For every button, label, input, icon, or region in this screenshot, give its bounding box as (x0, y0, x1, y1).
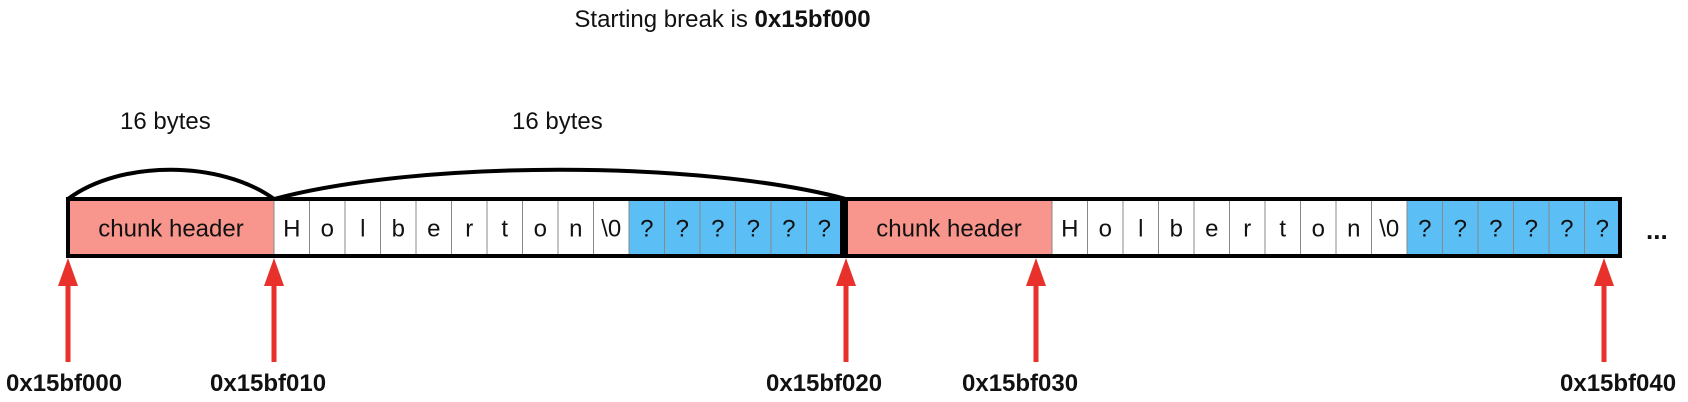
byte-cell-unknown (770, 198, 807, 257)
byte-cell-char: ? (640, 216, 653, 243)
span-curve-header (66, 167, 276, 201)
byte-cell-char: n (1347, 216, 1360, 243)
byte-cell-char: ? (711, 216, 724, 243)
chunk-header-label: chunk header (98, 216, 243, 243)
span-label-header: 16 bytes (120, 108, 211, 135)
byte-cell-char: \0 (601, 216, 621, 243)
byte-cell (1193, 198, 1230, 257)
address-arrow (264, 258, 284, 362)
address-arrow (1026, 258, 1046, 362)
byte-cell-unknown (1513, 198, 1550, 257)
chunk-outline (844, 197, 1622, 258)
address-label-4: 0x15bf040 (1560, 370, 1677, 397)
byte-cell-char: \0 (1379, 216, 1399, 243)
byte-cell-char: o (534, 216, 547, 243)
byte-cell-char: b (392, 216, 405, 243)
address-label-2: 0x15bf020 (766, 370, 883, 397)
chunk-header-label: chunk header (876, 216, 1021, 243)
byte-cell (1300, 198, 1337, 257)
chunk-header-cell (845, 198, 1053, 257)
byte-cell-char: l (1138, 216, 1143, 243)
byte-cell (1087, 198, 1124, 257)
byte-cell (451, 198, 488, 257)
byte-cell-char: r (465, 216, 473, 243)
byte-cell-char: ? (1454, 216, 1467, 243)
byte-cell-char: o (321, 216, 334, 243)
title-prefix: Starting break is (574, 6, 748, 33)
address-arrow (58, 258, 78, 362)
byte-cell-unknown (1548, 198, 1585, 257)
byte-cell-char: ? (676, 216, 689, 243)
byte-cell (1122, 198, 1159, 257)
byte-cell (557, 198, 594, 257)
chunk-header-cell (67, 198, 275, 257)
byte-cell (1335, 198, 1372, 257)
byte-cell-char: t (1279, 216, 1286, 243)
byte-cell-char: ? (1596, 216, 1609, 243)
byte-cell (593, 198, 630, 257)
address-label-3: 0x15bf030 (962, 370, 1079, 397)
byte-cell-char: ? (747, 216, 760, 243)
byte-cell-char: e (427, 216, 440, 243)
address-label-0: 0x15bf000 (6, 370, 123, 397)
continuation-ellipsis: ... (1646, 215, 1668, 245)
byte-cell-unknown (806, 198, 843, 257)
title-value: 0x15bf000 (754, 6, 871, 33)
address-label-1: 0x15bf010 (210, 370, 327, 397)
chunk-outline (66, 197, 844, 258)
byte-cell-char: e (1205, 216, 1218, 243)
byte-cell-char: ? (782, 216, 795, 243)
byte-cell-char: n (569, 216, 582, 243)
address-arrow (836, 258, 856, 362)
span-label-data: 16 bytes (512, 108, 603, 135)
span-curve-data (273, 167, 847, 201)
byte-cell-char: ? (1560, 216, 1573, 243)
byte-cell-char: l (360, 216, 365, 243)
byte-cell-char: H (283, 216, 300, 243)
byte-cell (1229, 198, 1266, 257)
byte-cell-char: ? (1418, 216, 1431, 243)
address-arrow (1594, 258, 1614, 362)
byte-cell-char: b (1170, 216, 1183, 243)
byte-cell (1264, 198, 1301, 257)
byte-cell-char: ? (1489, 216, 1502, 243)
byte-cell-char: o (1099, 216, 1112, 243)
byte-cell-char: ? (1525, 216, 1538, 243)
byte-cell-char: r (1243, 216, 1251, 243)
byte-cell-char: H (1061, 216, 1078, 243)
byte-cell-char: o (1312, 216, 1325, 243)
title: Starting break is 0x15bf000 (0, 6, 1445, 34)
byte-cell-char: t (501, 216, 508, 243)
byte-cell-char: ? (818, 216, 831, 243)
